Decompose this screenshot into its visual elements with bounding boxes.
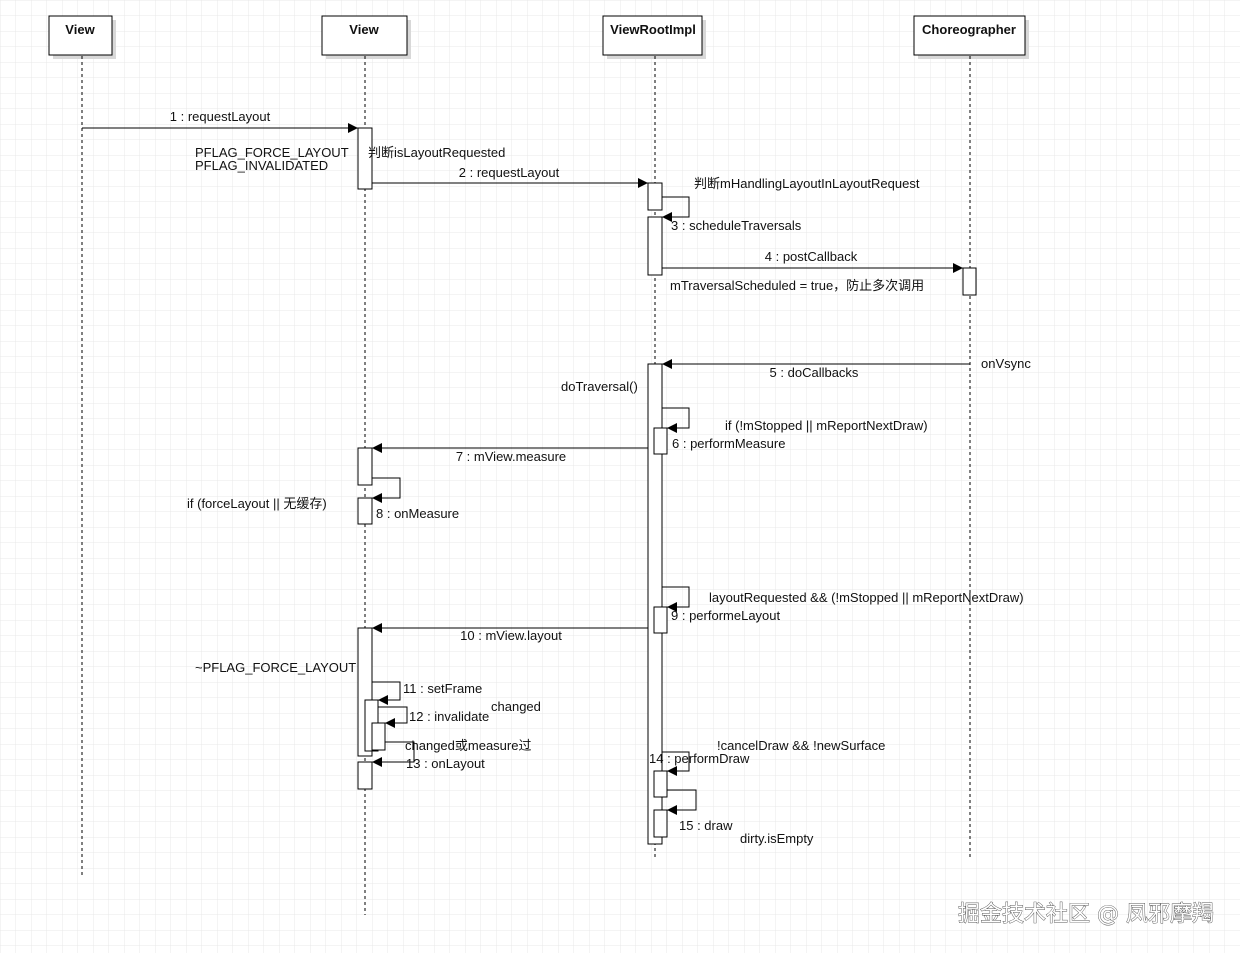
participant-choreographer: Choreographer (913, 15, 1029, 59)
participant-label: Choreographer (922, 22, 1016, 37)
activation-choreographer (962, 267, 977, 296)
arrow-m8 (372, 477, 401, 503)
message-label-8: 8 : onMeasure (376, 506, 459, 521)
activation-vri-traversal (647, 363, 663, 845)
participant-view-2: View (321, 15, 411, 59)
activation-view-request (357, 127, 373, 190)
note-traversal-scheduled: mTraversalScheduled = true，防止多次调用 (670, 278, 924, 293)
activation-view-measure (357, 447, 373, 486)
message-label-10: 10 : mView.layout (460, 628, 562, 643)
activation-view-invalidate (371, 722, 386, 751)
participant-viewrootimpl: ViewRootImpl (602, 15, 706, 59)
activation-vri-measure (653, 427, 668, 455)
activation-view-onlayout (357, 761, 373, 790)
note-if-force-layout: if (forceLayout || 无缓存) (187, 496, 327, 511)
activation-vri-drawsub (653, 809, 668, 838)
arrow-m13 (372, 741, 415, 767)
participant-label: ViewRootImpl (610, 22, 696, 37)
note-onvsync: onVsync (981, 356, 1031, 371)
activation-vri-draw (653, 770, 668, 798)
arrow-m14 (662, 751, 690, 776)
message-label-15: 15 : draw (679, 818, 733, 833)
message-label-11: 11 : setFrame (403, 681, 482, 696)
arrow-m9 (662, 586, 690, 612)
message-label-6: 6 : performMeasure (672, 436, 785, 451)
participant-label: View (65, 22, 95, 37)
message-label-4: 4 : postCallback (765, 249, 858, 264)
note-judge-handling: 判断mHandlingLayoutInLayoutRequest (694, 176, 920, 191)
message-label-9: 9 : performeLayout (671, 608, 781, 623)
participant-label: View (349, 22, 379, 37)
note-layout-requested-cond: layoutRequested && (!mStopped || mReport… (709, 590, 1024, 605)
arrow-m12 (378, 706, 408, 728)
note-changed-or-measure: changed或measure过 (405, 738, 531, 753)
arrow-m15 (667, 789, 697, 815)
arrow-m3 (662, 196, 690, 222)
arrow-m11 (372, 681, 401, 705)
note-not-force-layout: ~PFLAG_FORCE_LAYOUT (195, 660, 356, 675)
message-label-5: 5 : doCallbacks (770, 365, 859, 380)
arrow-m6 (662, 407, 690, 433)
note-invalidated: PFLAG_INVALIDATED (195, 158, 328, 173)
activation-view-onmeasure (357, 497, 373, 525)
note-do-traversal: doTraversal() (561, 379, 638, 394)
participant-view-1: View (48, 15, 116, 59)
message-label-3: 3 : scheduleTraversals (671, 218, 802, 233)
note-dirty-empty: dirty.isEmpty (740, 831, 814, 846)
message-label-2: 2 : requestLayout (459, 165, 560, 180)
activation-vri-layout (653, 606, 668, 634)
message-label-7: 7 : mView.measure (456, 449, 566, 464)
note-changed: changed (491, 699, 541, 714)
note-force-layout: PFLAG_FORCE_LAYOUT (195, 145, 349, 160)
watermark: 掘金技术社区 @ 凤邪摩羯 (958, 902, 1214, 927)
message-label-12: 12 : invalidate (409, 709, 489, 724)
note-if-stopped: if (!mStopped || mReportNextDraw) (725, 418, 928, 433)
note-judge-layout-requested: 判断isLayoutRequested (368, 145, 505, 160)
message-label-1: 1 : requestLayout (170, 109, 271, 124)
note-cancel-draw: !cancelDraw && !newSurface (717, 738, 885, 753)
activation-vri-schedule (647, 216, 663, 276)
message-label-14: 14 : performDraw (649, 751, 750, 766)
message-label-13: 13 : onLayout (406, 756, 485, 771)
activation-vri-request (647, 182, 663, 211)
